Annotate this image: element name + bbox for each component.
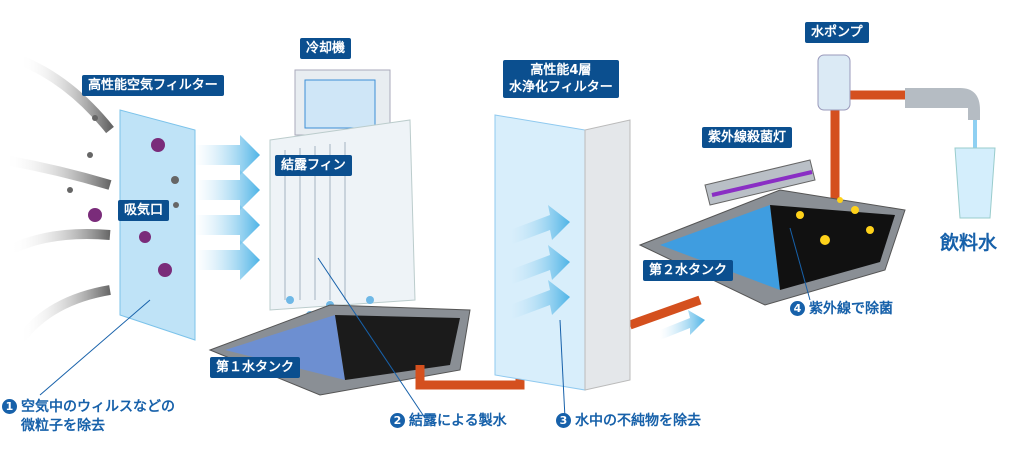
label-fin: 結露フィン	[275, 155, 352, 176]
step-4-note: 4 紫外線で除菌	[790, 300, 893, 319]
water-filter	[494, 114, 586, 391]
label-drinking-water: 飲料水	[940, 232, 998, 254]
step-4-text: 紫外線で除菌	[809, 301, 893, 317]
label-tank-2: 第２水タンク	[643, 260, 734, 281]
label-water-filter-line2: 水浄化フィルター	[509, 80, 613, 95]
step-3-note: 3 水中の不純物を除去	[556, 412, 701, 431]
step-2-number: 2	[390, 413, 405, 428]
callout-lines	[39, 227, 811, 419]
step-3-text: 水中の不純物を除去	[575, 413, 701, 429]
filtered-air-arrows	[195, 135, 260, 280]
air-filter-panel	[119, 109, 196, 341]
condensation-fin	[269, 119, 416, 311]
step-4-number: 4	[790, 301, 805, 316]
step-2-text: 結露による製水	[409, 413, 507, 429]
label-intake: 吸気口	[118, 200, 170, 221]
step-1-line2: 微粒子を除去	[21, 418, 105, 434]
label-pump: 水ポンプ	[805, 22, 869, 43]
water-pump	[817, 54, 851, 111]
step-1-number: 1	[2, 399, 17, 414]
step-1-note: 1 空気中のウィルスなどの 微粒子を除去	[2, 398, 175, 436]
faucet	[905, 88, 980, 120]
sparkles	[796, 197, 874, 245]
step-2-note: 2 結露による製水	[390, 412, 507, 431]
label-cooler: 冷却機	[300, 38, 352, 59]
label-air-filter: 高性能空気フィルター	[82, 75, 224, 96]
step-3-number: 3	[556, 413, 571, 428]
air-inflow-arrows	[4, 55, 114, 344]
label-tank-1: 第１水タンク	[210, 357, 301, 378]
step-1-line1: 空気中のウィルスなどの	[21, 399, 175, 415]
label-water-filter-line1: 高性能4層	[530, 63, 592, 78]
virus-particles	[88, 138, 172, 277]
label-uv-lamp: 紫外線殺菌灯	[702, 127, 793, 148]
drinking-glass	[954, 147, 996, 219]
label-water-filter: 高性能4層 水浄化フィルター	[503, 60, 619, 98]
